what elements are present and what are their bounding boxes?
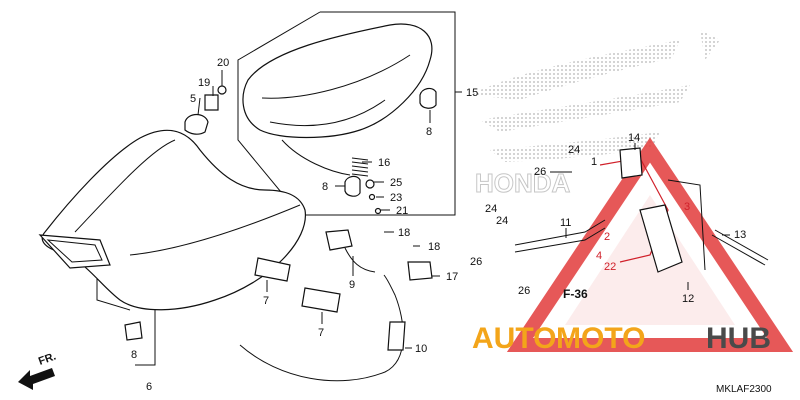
seat-lock-17: [407, 261, 433, 281]
rubber-cushion-left: [124, 321, 143, 341]
callout-26-b: 26: [470, 256, 482, 268]
automotohub-logo: AUTO MOTO HUB: [472, 322, 771, 355]
callout-4: 4: [596, 250, 602, 262]
front-arrow: [18, 368, 55, 390]
callout-8-left: 8: [131, 349, 137, 361]
callout-26-c: 26: [518, 285, 530, 297]
callout-9: 9: [349, 279, 355, 291]
callout-22: 22: [604, 261, 616, 273]
callout-16: 16: [378, 157, 390, 169]
seat-bracket-7b: [301, 287, 341, 313]
helmet-holder-assembly: [599, 147, 706, 273]
callout-7-b: 7: [318, 327, 324, 339]
frame-lines: [96, 11, 462, 366]
washer-and-bolt: [365, 179, 382, 215]
callout-15: 15: [466, 87, 478, 99]
callout-14: 14: [628, 132, 640, 144]
callout-6: 6: [146, 381, 152, 393]
callout-24-b: 24: [485, 203, 497, 215]
callout-21: 21: [396, 205, 408, 217]
rubber-cushion-rear: [419, 87, 437, 109]
brand-hub: HUB: [706, 322, 771, 355]
grommet-5: [184, 113, 209, 135]
spring: [351, 157, 369, 177]
callouts-red: 2 3 4 22: [596, 201, 690, 273]
brand-moto: MOTO: [556, 322, 645, 355]
callout-20: 20: [217, 57, 229, 69]
callout-25: 25: [390, 177, 402, 189]
rod-11: [514, 219, 606, 253]
front-label: FR.: [37, 350, 58, 367]
callout-12: 12: [682, 293, 694, 305]
callout-19: 19: [198, 77, 210, 89]
seat-cable-10: [239, 274, 406, 382]
callout-1: 1: [591, 156, 597, 168]
brand-auto: AUTO: [472, 322, 556, 355]
diagram-code: MKLAF2300: [716, 384, 772, 395]
callout-24-c: 24: [496, 215, 508, 227]
leader-lines: [197, 70, 730, 349]
bolt-19: [204, 85, 227, 111]
rubber-cushion-center: [344, 175, 361, 197]
callout-8-center: 8: [322, 181, 328, 193]
warning-triangle-watermark: [506, 137, 794, 352]
callout-5: 5: [190, 93, 196, 105]
callout-2: 2: [604, 231, 610, 243]
honda-wing-logo: HONDA: [470, 30, 720, 199]
ref-label-f36: F-36: [563, 287, 588, 301]
callouts: 20 19 5 15 8 16 8 25 23 21 18 18 17 9 7 …: [37, 57, 772, 395]
callout-7-a: 7: [263, 295, 269, 307]
callout-11: 11: [560, 217, 571, 229]
callout-23: 23: [390, 192, 402, 204]
callout-8-rear: 8: [426, 126, 432, 138]
callout-26-a: 26: [534, 166, 546, 178]
callout-18-a: 18: [398, 227, 410, 239]
callout-10: 10: [415, 343, 427, 355]
callout-3: 3: [684, 201, 690, 213]
seat-bracket-7a: [254, 257, 291, 282]
rider-seat: [38, 129, 306, 311]
callout-18-b: 18: [428, 241, 440, 253]
callout-24-a: 24: [568, 144, 580, 156]
pillion-seat: [242, 23, 433, 176]
seat-lock-cable-9: [325, 229, 376, 273]
honda-text: HONDA: [475, 168, 571, 198]
callout-13: 13: [734, 229, 746, 241]
callout-17: 17: [446, 271, 458, 283]
